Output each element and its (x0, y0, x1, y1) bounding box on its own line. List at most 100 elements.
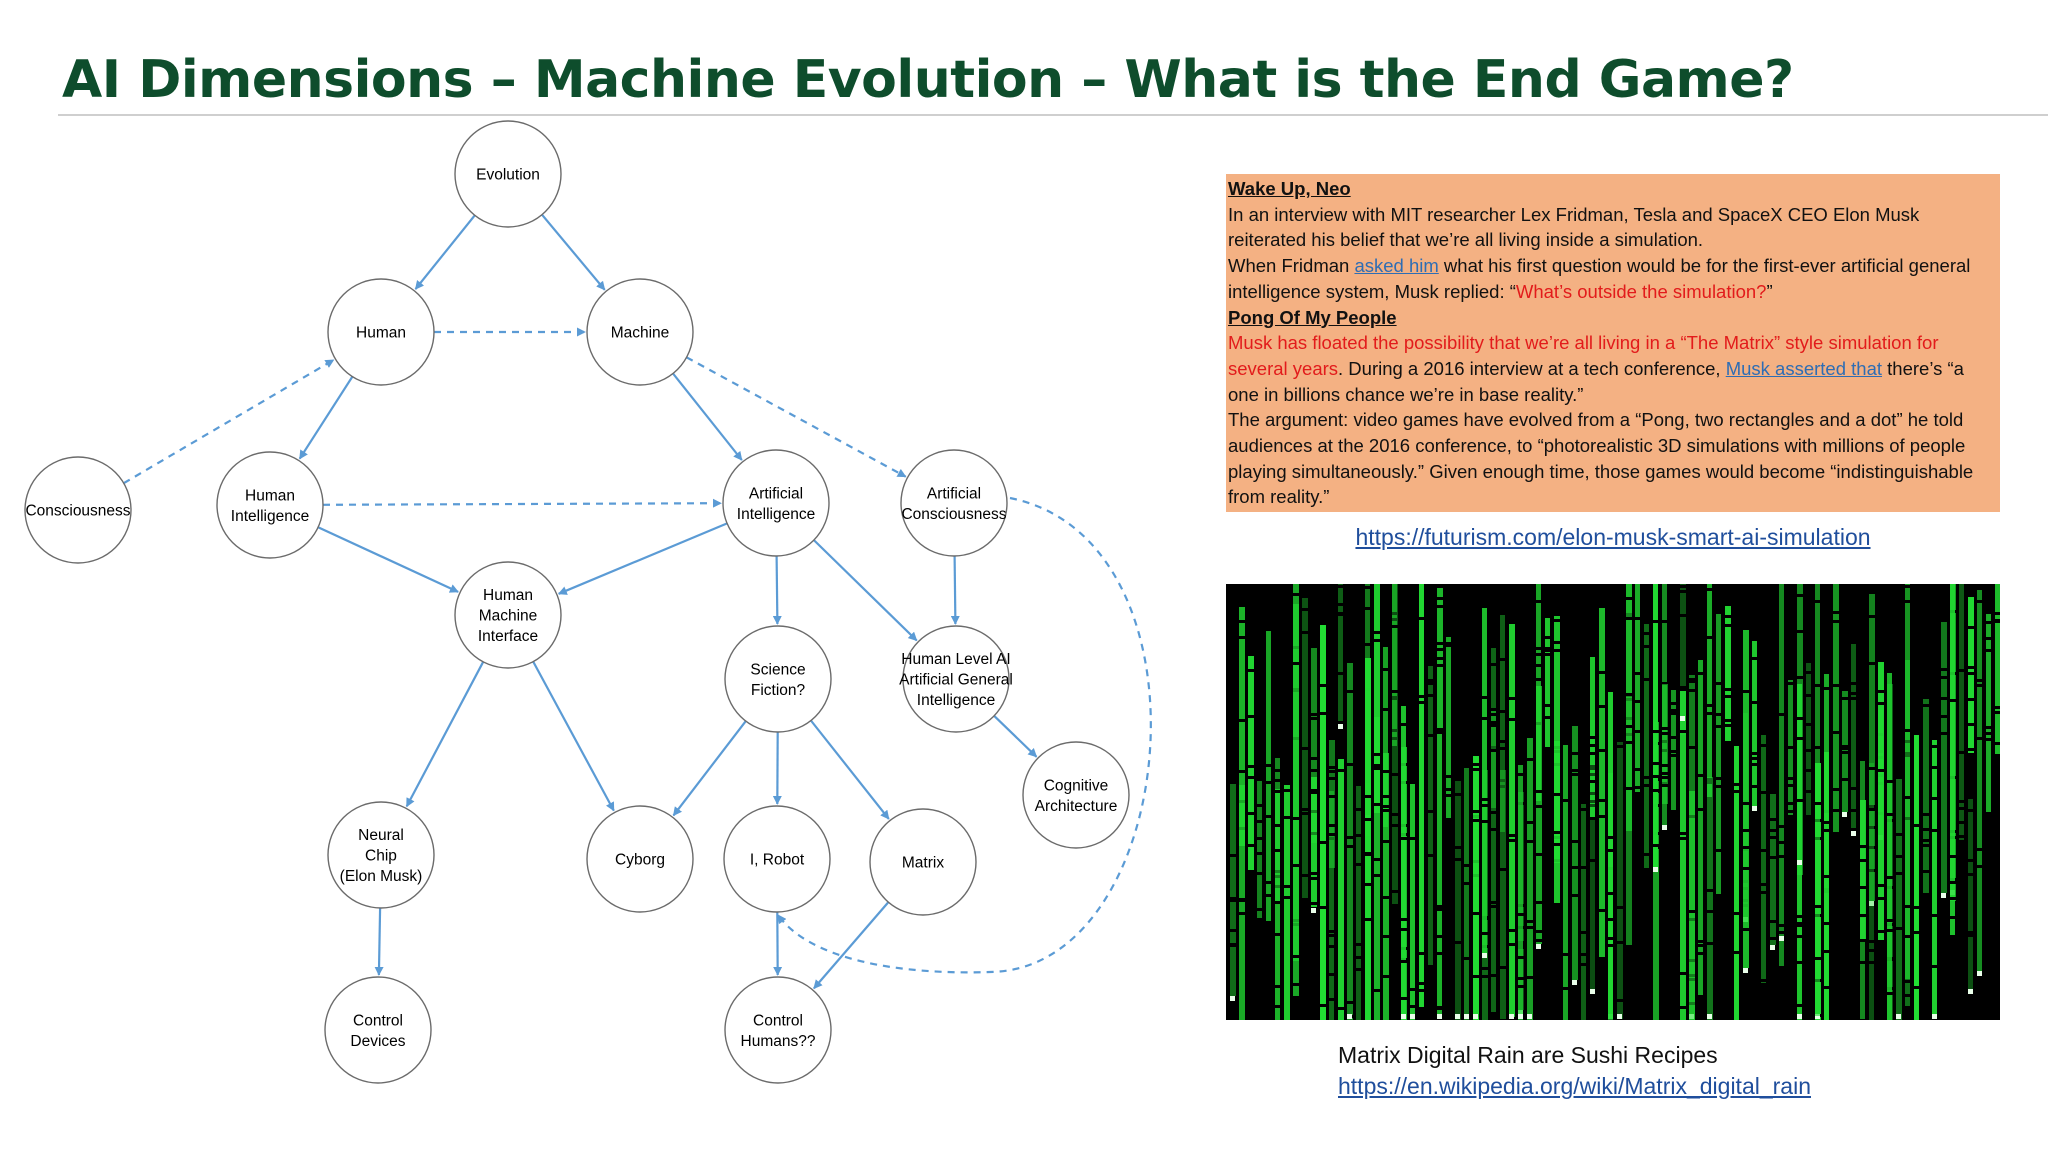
rain-gap (1247, 669, 1254, 672)
rain-gap (1607, 918, 1614, 921)
rain-stream (1932, 740, 1937, 1015)
rain-gap (1346, 845, 1353, 848)
rain-gap (1922, 828, 1929, 831)
edge-science-fiction-to-matrix (810, 719, 890, 820)
rain-gap (1940, 697, 1947, 700)
rain-stream (1374, 584, 1380, 813)
rain-gap (1940, 668, 1947, 671)
node-circle-hmi (454, 561, 562, 669)
rain-gap (1661, 772, 1668, 775)
rain-gap (1652, 844, 1659, 847)
rain-gap (1229, 944, 1236, 947)
rain-head (1536, 944, 1541, 949)
rain-stream (1392, 584, 1397, 746)
rain-gap (1463, 957, 1470, 960)
rain-gap (1400, 723, 1407, 726)
rain-gap (1985, 621, 1992, 624)
rain-gap (1697, 672, 1704, 675)
node-label-human: Human (356, 325, 406, 342)
rain-gap (1535, 653, 1542, 656)
rain-gap (1337, 613, 1344, 616)
musk-asserted-link[interactable]: Musk asserted that (1725, 357, 1883, 379)
rain-gap (1796, 717, 1803, 720)
rain-gap (1994, 711, 2000, 714)
rain-gap (1553, 831, 1560, 834)
rain-gap (1499, 740, 1506, 743)
rain-gap (1976, 848, 1983, 851)
node-label-artificial-intelligence: Intelligence (737, 506, 815, 523)
rain-gap (1490, 828, 1497, 831)
rain-gap (1688, 689, 1695, 692)
rain-stream (1311, 648, 1317, 843)
wikipedia-matrix-link[interactable]: https://en.wikipedia.org/wiki/Matrix_dig… (1338, 1073, 1811, 1099)
rain-gap (1607, 944, 1614, 947)
rain-gap (1355, 834, 1362, 837)
rain-gap (1679, 686, 1686, 689)
rain-gap (1634, 786, 1641, 789)
article-heading-pong: Pong Of My People (1228, 306, 1397, 328)
edge-artificial-intelligence-to-hmi (557, 522, 728, 595)
edge-evolution-to-human (414, 214, 476, 290)
rain-gap (1427, 734, 1434, 737)
asked-him-link[interactable]: asked him (1354, 255, 1439, 277)
rain-gap (1913, 906, 1920, 909)
rain-gap (1787, 682, 1794, 685)
rain-gap (1706, 588, 1713, 591)
rain-gap (1616, 999, 1623, 1002)
rain-gap (1841, 697, 1848, 700)
rain-gap (1274, 849, 1281, 852)
rain-stream (1338, 759, 1344, 1020)
rain-gap (1958, 821, 1965, 824)
rain-gap (1724, 724, 1731, 727)
rain-head (1896, 1014, 1901, 1019)
rain-stream (1617, 742, 1623, 1020)
rain-gap (1472, 912, 1479, 915)
rain-gap (1535, 600, 1542, 603)
rain-gap (1310, 872, 1317, 875)
edge-consciousness-to-human (123, 358, 335, 485)
rain-gap (1346, 836, 1353, 839)
rain-gap (1868, 767, 1875, 770)
rain-gap (1535, 853, 1542, 856)
rain-gap (1445, 794, 1452, 797)
rain-gap (1652, 730, 1659, 733)
rain-head (1473, 1014, 1478, 1019)
rain-gap (1787, 802, 1794, 805)
rain-gap (1238, 898, 1245, 901)
rain-gap (1679, 832, 1686, 835)
futurism-source-link[interactable]: https://futurism.com/elon-musk-smart-ai-… (1355, 524, 1871, 550)
rain-gap (1391, 729, 1398, 732)
rain-gap (1931, 745, 1938, 748)
rain-gap (1409, 1005, 1416, 1008)
rain-stream (1401, 706, 1406, 1020)
rain-gap (1625, 725, 1632, 728)
rain-stream (1500, 770, 1506, 1020)
rain-stream (1347, 663, 1353, 1020)
rain-gap (1427, 810, 1434, 813)
rain-gap (1535, 678, 1542, 681)
rain-gap (1391, 618, 1398, 621)
rain-gap (1598, 705, 1605, 708)
rain-gap (1922, 870, 1929, 873)
rain-gap (1409, 988, 1416, 991)
rain-gap (1490, 974, 1497, 977)
rain-gap (1490, 811, 1497, 814)
rain-head (1977, 971, 1982, 976)
rain-gap (1553, 649, 1560, 652)
rain-gap (1301, 808, 1308, 811)
rain-gap (1490, 663, 1497, 666)
rain-gap (1499, 658, 1506, 661)
rain-gap (1607, 937, 1614, 940)
rain-gap (1418, 952, 1425, 955)
node-circle-control-devices (324, 976, 432, 1084)
rain-gap (1715, 785, 1722, 788)
rain-gap (1895, 855, 1902, 858)
rain-gap (1526, 758, 1533, 761)
rain-stream (1230, 784, 1236, 996)
rain-head (1968, 989, 1973, 994)
rain-gap (1904, 585, 1911, 588)
rain-gap (1823, 875, 1830, 878)
rain-gap (1364, 818, 1371, 821)
rain-gap (1625, 741, 1632, 744)
